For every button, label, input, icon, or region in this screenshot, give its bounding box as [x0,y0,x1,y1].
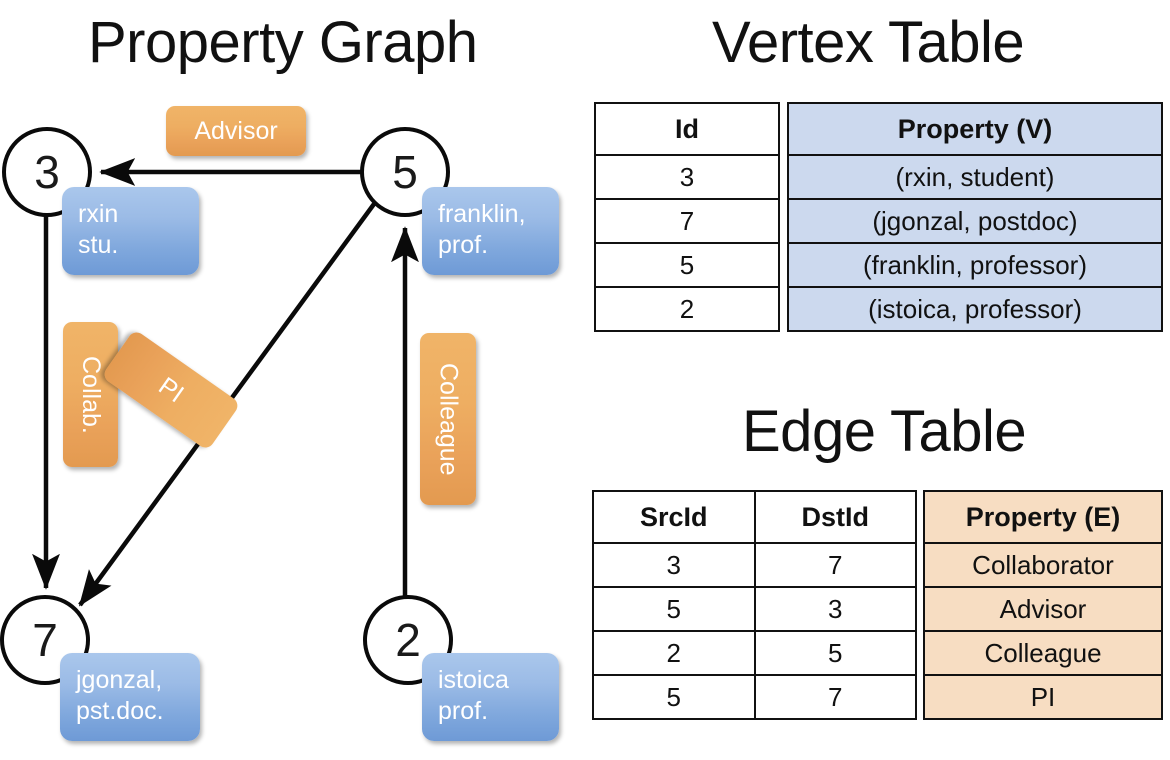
edge-label-pi-text: PI [153,371,189,408]
node-property-box-istoica: istoica prof. [422,653,559,741]
edge-dstid-cell: 3 [753,586,917,632]
vertex-id-cell: 7 [594,198,780,244]
edge-dstid-cell: 7 [753,674,917,720]
edge-property-cell: Colleague [923,630,1163,676]
node-property-jgonzal-line1: jgonzal, [76,666,163,694]
node-property-istoica-line1: istoica [438,666,509,694]
vertex-id-cell: 3 [594,154,780,200]
vertex-table-property-column: Property (V) (rxin, student) (jgonzal, p… [787,102,1163,332]
edge-property-cell: Collaborator [923,542,1163,588]
table-row[interactable]: 5 7 [592,674,917,720]
edge-property-cell: Advisor [923,586,1163,632]
vertex-table-id-column: Id 3 7 5 2 [594,102,780,332]
table-row[interactable]: Advisor [923,586,1163,632]
edge-srcid-cell: 5 [592,586,756,632]
edge-label-colleague: Colleague [420,333,476,505]
vertex-property-cell: (istoica, professor) [787,286,1163,332]
table-row[interactable]: (jgonzal, postdoc) [787,198,1163,244]
page-title-edge-table: Edge Table [742,399,1027,464]
edge-table-id-columns: SrcId DstId 3 7 5 3 2 5 5 7 [592,490,917,720]
vertex-table-header-property: Property (V) [787,102,1163,156]
node-property-rxin-line2: stu. [78,231,119,259]
table-row[interactable]: (franklin, professor) [787,242,1163,288]
edge-table-header-property: Property (E) [923,490,1163,544]
edge-property-cell: PI [923,674,1163,720]
edge-srcid-cell: 3 [592,542,756,588]
vertex-table-header-id: Id [594,102,780,156]
edge-table-property-column: Property (E) Collaborator Advisor Collea… [923,490,1163,720]
vertex-property-cell: (franklin, professor) [787,242,1163,288]
table-header-row: Id [594,102,780,156]
table-row[interactable]: 5 [594,242,780,288]
page-title-property-graph: Property Graph [88,10,478,75]
edge-srcid-cell: 5 [592,674,756,720]
table-row[interactable]: (rxin, student) [787,154,1163,200]
vertex-id-cell: 2 [594,286,780,332]
page-title-vertex-table: Vertex Table [712,10,1025,75]
edge-table-header-srcid: SrcId [592,490,756,544]
table-row[interactable]: (istoica, professor) [787,286,1163,332]
node-property-franklin-line2: prof. [438,231,489,259]
node-property-box-franklin: franklin, prof. [422,187,559,275]
table-row[interactable]: 3 7 [592,542,917,588]
graph-node-7-label: 7 [32,614,58,666]
graph-node-3-label: 3 [34,146,60,198]
table-row[interactable]: 2 [594,286,780,332]
node-property-box-rxin: rxin stu. [62,187,199,275]
table-row[interactable]: Colleague [923,630,1163,676]
table-row[interactable]: Collaborator [923,542,1163,588]
table-row[interactable]: 3 [594,154,780,200]
node-property-franklin-line1: franklin, [438,200,526,228]
vertex-id-cell: 5 [594,242,780,288]
table-row[interactable]: 2 5 [592,630,917,676]
table-header-row: Property (V) [787,102,1163,156]
graph-node-5-label: 5 [392,146,418,198]
table-header-row: Property (E) [923,490,1163,544]
edge-dstid-cell: 7 [753,542,917,588]
graph-node-2-label: 2 [395,614,421,666]
table-row[interactable]: PI [923,674,1163,720]
table-row[interactable]: 5 3 [592,586,917,632]
graph-node-5[interactable]: 5 [360,127,450,217]
edge-srcid-cell: 2 [592,630,756,676]
edge-dstid-cell: 5 [753,630,917,676]
vertex-property-cell: (rxin, student) [787,154,1163,200]
edge-label-advisor: Advisor [166,106,306,156]
node-property-jgonzal-line2: pst.doc. [76,697,164,725]
edge-table-header-dstid: DstId [753,490,917,544]
edge-label-collab: Collab. [63,322,118,467]
table-row[interactable]: 7 [594,198,780,244]
vertex-property-cell: (jgonzal, postdoc) [787,198,1163,244]
node-property-box-jgonzal: jgonzal, pst.doc. [60,653,200,741]
node-property-istoica-line2: prof. [438,697,489,725]
graph-node-2[interactable]: 2 [363,595,453,685]
table-header-row: SrcId DstId [592,490,917,544]
node-property-rxin-line1: rxin [78,200,119,228]
